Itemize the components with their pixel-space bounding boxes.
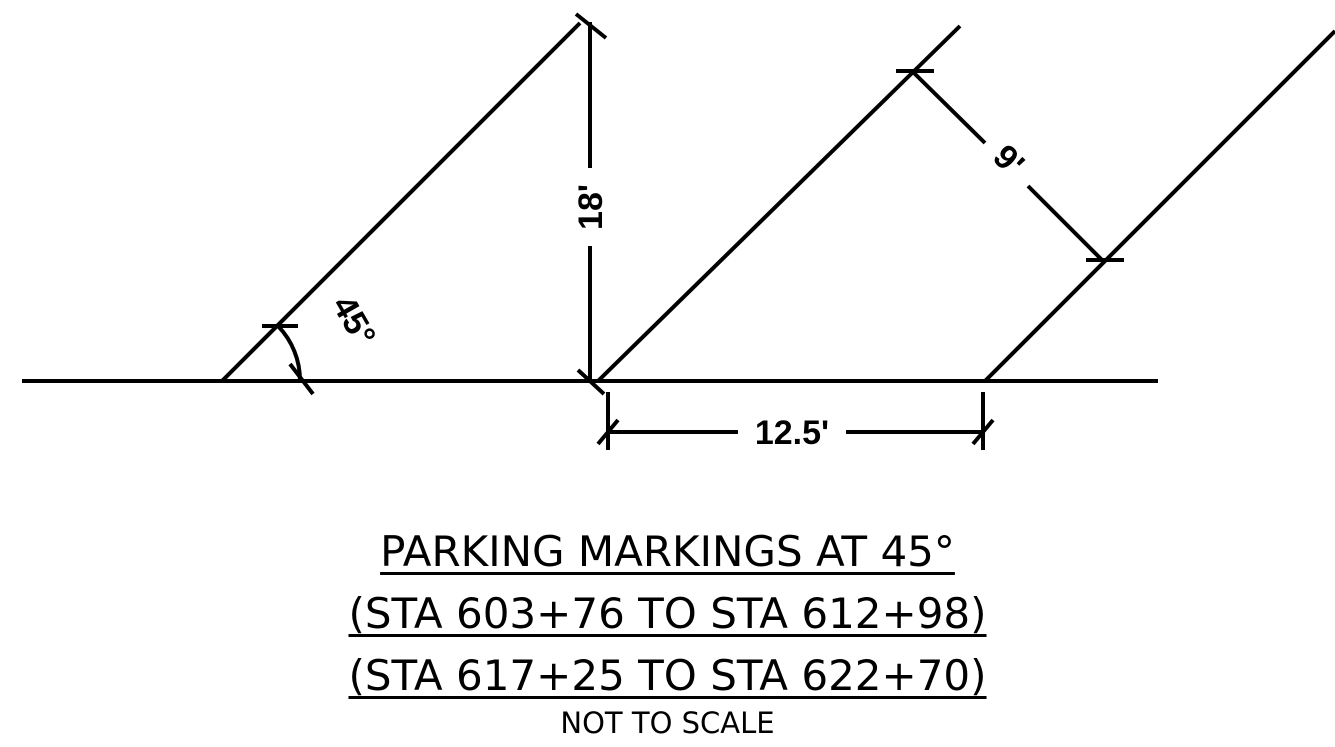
stall-stripe-1 xyxy=(220,21,582,383)
length-dimension-tick-top xyxy=(574,12,608,40)
length-dimension-tick-bottom xyxy=(576,368,606,396)
stall-stripe-3 xyxy=(983,29,1335,383)
scale-note: NOT TO SCALE xyxy=(0,706,1335,740)
width-dimension-line-lower xyxy=(1026,184,1104,262)
station-range-1: (STA 603+76 TO STA 612+98) xyxy=(0,590,1335,638)
curb-dimension-tick-left xyxy=(596,418,620,446)
station-range-2-text: (STA 617+25 TO STA 622+70) xyxy=(348,651,987,700)
scale-note-text: NOT TO SCALE xyxy=(560,706,775,740)
stall-stripe-2 xyxy=(596,24,962,383)
length-dimension-label: 18' xyxy=(572,184,610,230)
diagram-title: PARKING MARKINGS AT 45° xyxy=(0,528,1335,576)
angle-tick-bottom xyxy=(288,362,315,396)
station-range-2: (STA 617+25 TO STA 622+70) xyxy=(0,652,1335,700)
station-range-1-text: (STA 603+76 TO STA 612+98) xyxy=(348,589,987,638)
diagram-title-text: PARKING MARKINGS AT 45° xyxy=(380,527,955,576)
curb-dimension-label: 12.5' xyxy=(755,414,829,452)
width-dimension-label: 9' xyxy=(985,138,1031,184)
curb-dimension-tick-right xyxy=(971,418,995,446)
angle-label: 45° xyxy=(324,289,383,353)
width-dimension-line-upper xyxy=(910,69,987,145)
